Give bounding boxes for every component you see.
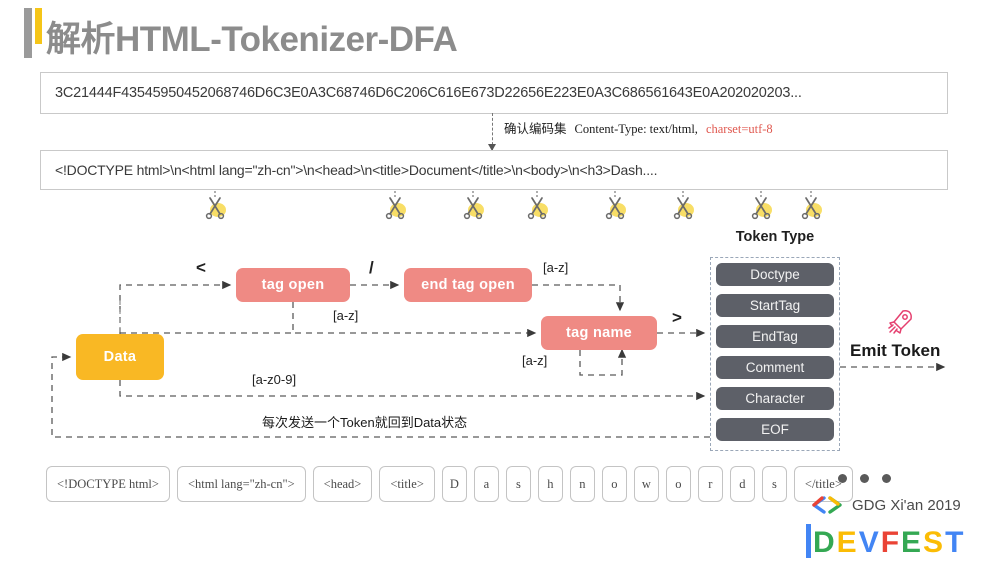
charset-label-cn: 确认编码集 bbox=[504, 122, 567, 136]
hex-bytes-box: 3C21444F43545950452068746D6C3E0A3C68746D… bbox=[40, 72, 948, 114]
transition-label: [a-z0-9] bbox=[252, 372, 297, 387]
accent-bar-gray bbox=[24, 8, 32, 58]
transition-label: [a-z] bbox=[333, 308, 359, 323]
scissors-icon bbox=[463, 191, 484, 220]
token-chip[interactable]: a bbox=[473, 466, 499, 502]
scissors-icon bbox=[801, 191, 822, 220]
transition-label: > bbox=[672, 308, 682, 327]
devfest-letter: V bbox=[858, 526, 879, 559]
state-node-end-tag-open[interactable]: end tag open bbox=[404, 268, 532, 302]
gdg-chevrons-icon bbox=[812, 496, 842, 514]
token-type-item-comment[interactable]: Comment bbox=[716, 356, 834, 379]
pagination-dot[interactable] bbox=[882, 474, 891, 483]
token-chip[interactable]: <head> bbox=[312, 466, 373, 502]
gdg-branding: GDG Xi'an 2019 bbox=[810, 496, 961, 514]
html-source-box: <!DOCTYPE html>\n<html lang="zh-cn">\n<h… bbox=[40, 150, 948, 190]
token-chip[interactable]: o bbox=[601, 466, 627, 502]
transition-label: [a-z] bbox=[543, 260, 569, 275]
token-chip[interactable]: <html lang="zh-cn"> bbox=[176, 466, 306, 502]
token-type-item-doctype[interactable]: Doctype bbox=[716, 263, 834, 286]
token-chip[interactable]: n bbox=[569, 466, 595, 502]
rocket-icon bbox=[888, 310, 912, 334]
token-type-panel bbox=[710, 257, 840, 451]
token-chip[interactable]: w bbox=[633, 466, 659, 502]
pagination-dot[interactable] bbox=[860, 474, 869, 483]
state-node-tag-open[interactable]: tag open bbox=[236, 268, 350, 302]
token-type-item-character[interactable]: Character bbox=[716, 387, 834, 410]
devfest-letter: E bbox=[901, 526, 922, 559]
token-chip[interactable]: <title> bbox=[379, 466, 435, 502]
token-type-item-endtag[interactable]: EndTag bbox=[716, 325, 834, 348]
token-chip[interactable]: </title> bbox=[793, 466, 853, 502]
pagination-dots bbox=[838, 474, 891, 483]
charset-connector bbox=[492, 113, 493, 150]
page-title: 解析HTML-Tokenizer-DFA bbox=[46, 20, 458, 59]
hex-bytes-text: 3C21444F43545950452068746D6C3E0A3C68746D… bbox=[55, 85, 802, 101]
token-chip[interactable]: r bbox=[697, 466, 723, 502]
scissors-icon bbox=[751, 191, 772, 220]
state-node-data[interactable]: Data bbox=[76, 334, 164, 380]
charset-value: charset=utf-8 bbox=[705, 122, 773, 136]
accent-bar-yellow bbox=[35, 8, 42, 44]
pagination-dot[interactable] bbox=[838, 474, 847, 483]
charset-content-type: Content-Type: text/html, bbox=[574, 122, 698, 136]
html-source-text: <!DOCTYPE html>\n<html lang="zh-cn">\n<h… bbox=[55, 162, 658, 178]
state-node-tag-name[interactable]: tag name bbox=[541, 316, 657, 350]
scissors-icon bbox=[385, 191, 406, 220]
charset-annotation: 确认编码集 Content-Type: text/html, charset=u… bbox=[504, 118, 773, 137]
emit-token-label: Emit Token bbox=[850, 341, 941, 360]
devfest-letter: E bbox=[836, 526, 857, 559]
devfest-letter: D bbox=[813, 526, 835, 559]
token-chip-row: <!DOCTYPE html><html lang="zh-cn"><head>… bbox=[46, 466, 853, 502]
token-type-title: Token Type bbox=[735, 229, 815, 245]
transition-label: / bbox=[369, 258, 374, 277]
token-chip[interactable]: D bbox=[441, 466, 467, 502]
scissors-icon bbox=[527, 191, 548, 220]
devfest-letter: S bbox=[923, 526, 944, 559]
charset-arrow-head bbox=[488, 144, 496, 151]
gdg-text: GDG Xi'an 2019 bbox=[852, 496, 961, 514]
token-chip[interactable]: s bbox=[505, 466, 531, 502]
title-accent bbox=[24, 8, 42, 58]
token-chip[interactable]: <!DOCTYPE html> bbox=[46, 466, 170, 502]
scissors-icon bbox=[673, 191, 694, 220]
token-type-item-starttag[interactable]: StartTag bbox=[716, 294, 834, 317]
devfest-letter: F bbox=[880, 526, 900, 559]
token-chip[interactable]: o bbox=[665, 466, 691, 502]
token-chip[interactable]: s bbox=[761, 466, 787, 502]
scissors-icon bbox=[605, 191, 626, 220]
token-chip[interactable]: h bbox=[537, 466, 563, 502]
token-chip[interactable]: d bbox=[729, 466, 755, 502]
diagram-caption: 每次发送一个Token就回到Data状态 bbox=[262, 415, 468, 430]
devfest-bar bbox=[806, 524, 811, 558]
token-type-item-eof[interactable]: EOF bbox=[716, 418, 834, 441]
transition-label: [a-z] bbox=[522, 353, 548, 368]
scissors-icon bbox=[205, 191, 226, 220]
devfest-letter: T bbox=[945, 526, 964, 559]
transition-label: < bbox=[196, 258, 206, 277]
